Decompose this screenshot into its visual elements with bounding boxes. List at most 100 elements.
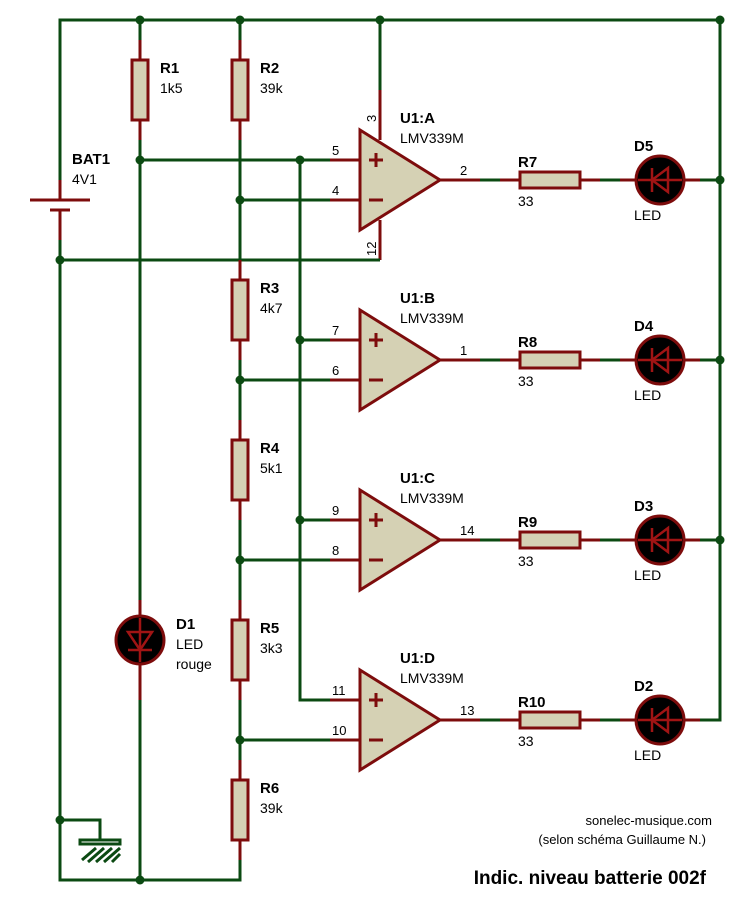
credit-author: (selon schéma Guillaume N.) [538, 832, 706, 847]
resistor-ref: R3 [260, 280, 279, 297]
pin-minus-label: 4 [332, 183, 339, 198]
pin-vcc-label: 3 [364, 115, 379, 122]
resistor-body [518, 170, 582, 190]
comparator-part: LMV339M [400, 670, 464, 686]
resistor-body [518, 710, 582, 730]
resistor-body [230, 278, 250, 342]
resistor-ref: R10 [518, 694, 546, 711]
junction-dot [135, 155, 145, 165]
credit-site: sonelec-musique.com [586, 813, 712, 828]
comparator-body [358, 307, 443, 413]
comparator-body [358, 667, 443, 773]
pin-plus-label: 11 [332, 683, 346, 698]
resistor-value: 33 [518, 553, 534, 569]
resistor-value: 1k5 [160, 80, 183, 96]
resistor-value: 33 [518, 193, 534, 209]
led-value: LED [634, 387, 661, 403]
junction-dot [55, 815, 65, 825]
comparator-ref: U1:C [400, 470, 435, 487]
resistor-body [230, 618, 250, 682]
resistor-ref: R5 [260, 620, 279, 637]
ground-link-wire [60, 818, 102, 840]
d1-value: LED [176, 636, 203, 652]
comparator-ref: U1:D [400, 650, 435, 667]
resistor-ref: R9 [518, 514, 537, 531]
resistor-value: 39k [260, 80, 284, 96]
resistor-ref: R2 [260, 60, 279, 77]
pin-plus-label: 7 [332, 323, 339, 338]
junction-dot [715, 355, 725, 365]
resistor-ref: R1 [160, 60, 179, 77]
junction-dot [135, 15, 145, 25]
comparator-ref: U1:B [400, 290, 435, 307]
junction-dot [235, 375, 245, 385]
comparator-part: LMV339M [400, 490, 464, 506]
junction-dot [235, 195, 245, 205]
pin-out-label: 1 [460, 343, 467, 358]
resistor-value: 39k [260, 800, 284, 816]
led-value: LED [634, 207, 661, 223]
pin-out-label: 14 [460, 523, 474, 538]
pin-gnd-label: 12 [364, 242, 379, 256]
d1-value2: rouge [176, 656, 212, 672]
ground-icon [78, 838, 122, 864]
resistor-value: 3k3 [260, 640, 283, 656]
bat1-value: 4V1 [72, 171, 97, 187]
ground-return-wire [58, 280, 242, 882]
pin-plus-label: 5 [332, 143, 339, 158]
bat1-ref: BAT1 [72, 151, 110, 168]
resistor-value: 4k7 [260, 300, 283, 316]
led-d1: D1 LED rouge [114, 600, 212, 700]
junction-dot [135, 875, 145, 885]
resistor-body [230, 778, 250, 842]
resistor-body [518, 530, 582, 550]
d1-ref: D1 [176, 616, 195, 633]
junction-dot [715, 15, 725, 25]
resistor-body [230, 58, 250, 122]
resistor-ref: R7 [518, 154, 537, 171]
comparator-body [358, 127, 443, 233]
pin-plus-label: 9 [332, 503, 339, 518]
led-ref: D4 [634, 318, 654, 335]
junction-dot [235, 735, 245, 745]
schematic-title: Indic. niveau batterie 002f [474, 868, 707, 889]
resistor-body [230, 438, 250, 502]
led-ref: D2 [634, 678, 653, 695]
comparator-body [358, 487, 443, 593]
junction-dot [715, 175, 725, 185]
resistor-value: 5k1 [260, 460, 283, 476]
comparator-ref: U1:A [400, 110, 435, 127]
junction-dot [55, 255, 65, 265]
battery-bat1: BAT1 4V1 [30, 151, 110, 240]
pin-minus-label: 6 [332, 363, 339, 378]
junction-dot [295, 515, 305, 525]
junction-dot [235, 15, 245, 25]
junction-dot [715, 535, 725, 545]
junction-dot [295, 155, 305, 165]
junction-dot [375, 15, 385, 25]
comparator-part: LMV339M [400, 310, 464, 326]
junction-dots [55, 15, 725, 885]
comparator-stages: 542U1:ALMV339MR733D5LED312761U1:BLMV339M… [330, 90, 720, 773]
led-value: LED [634, 567, 661, 583]
pin-out-label: 2 [460, 163, 467, 178]
junction-dot [295, 335, 305, 345]
resistor-ref: R6 [260, 780, 279, 797]
resistor-body [130, 58, 150, 122]
comparator-part: LMV339M [400, 130, 464, 146]
led-ref: D3 [634, 498, 653, 515]
resistor-value: 33 [518, 373, 534, 389]
pin-minus-label: 8 [332, 543, 339, 558]
junction-dot [235, 555, 245, 565]
